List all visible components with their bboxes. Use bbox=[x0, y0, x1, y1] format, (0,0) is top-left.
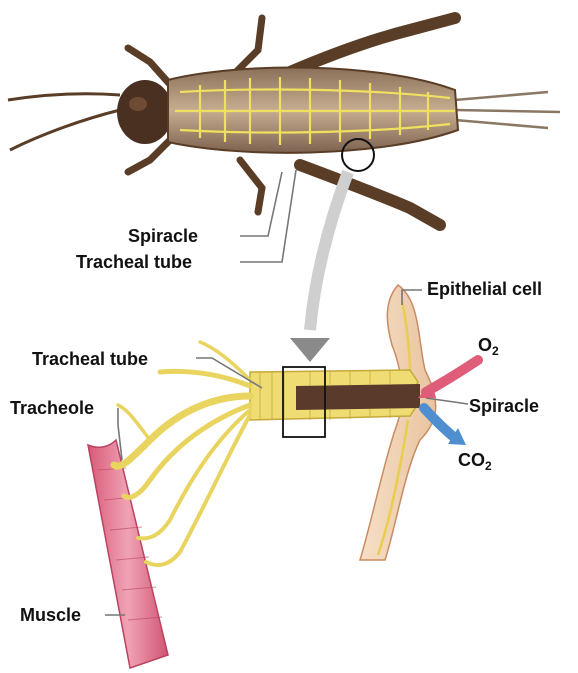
label-co2-base: CO bbox=[458, 450, 485, 470]
label-spiracle-bottom: Spiracle bbox=[469, 397, 539, 415]
label-spiracle-top: Spiracle bbox=[128, 227, 198, 245]
cricket-illustration bbox=[8, 18, 560, 225]
label-tracheal-tube-bottom: Tracheal tube bbox=[32, 350, 148, 368]
label-epithelial-cell: Epithelial cell bbox=[427, 280, 542, 298]
label-o2-base: O bbox=[478, 335, 492, 355]
label-o2-sub: 2 bbox=[492, 344, 499, 358]
label-muscle: Muscle bbox=[20, 606, 81, 624]
top-leader-lines bbox=[240, 170, 296, 262]
epithelial-cell bbox=[360, 285, 436, 560]
label-co2-sub: 2 bbox=[485, 459, 492, 473]
label-co2: CO2 bbox=[458, 451, 492, 472]
tracheal-tube-detail bbox=[250, 367, 420, 437]
label-o2: O2 bbox=[478, 336, 499, 357]
zoom-arrow bbox=[290, 172, 348, 362]
label-tracheal-tube-top: Tracheal tube bbox=[76, 253, 192, 271]
label-tracheole: Tracheole bbox=[10, 399, 94, 417]
